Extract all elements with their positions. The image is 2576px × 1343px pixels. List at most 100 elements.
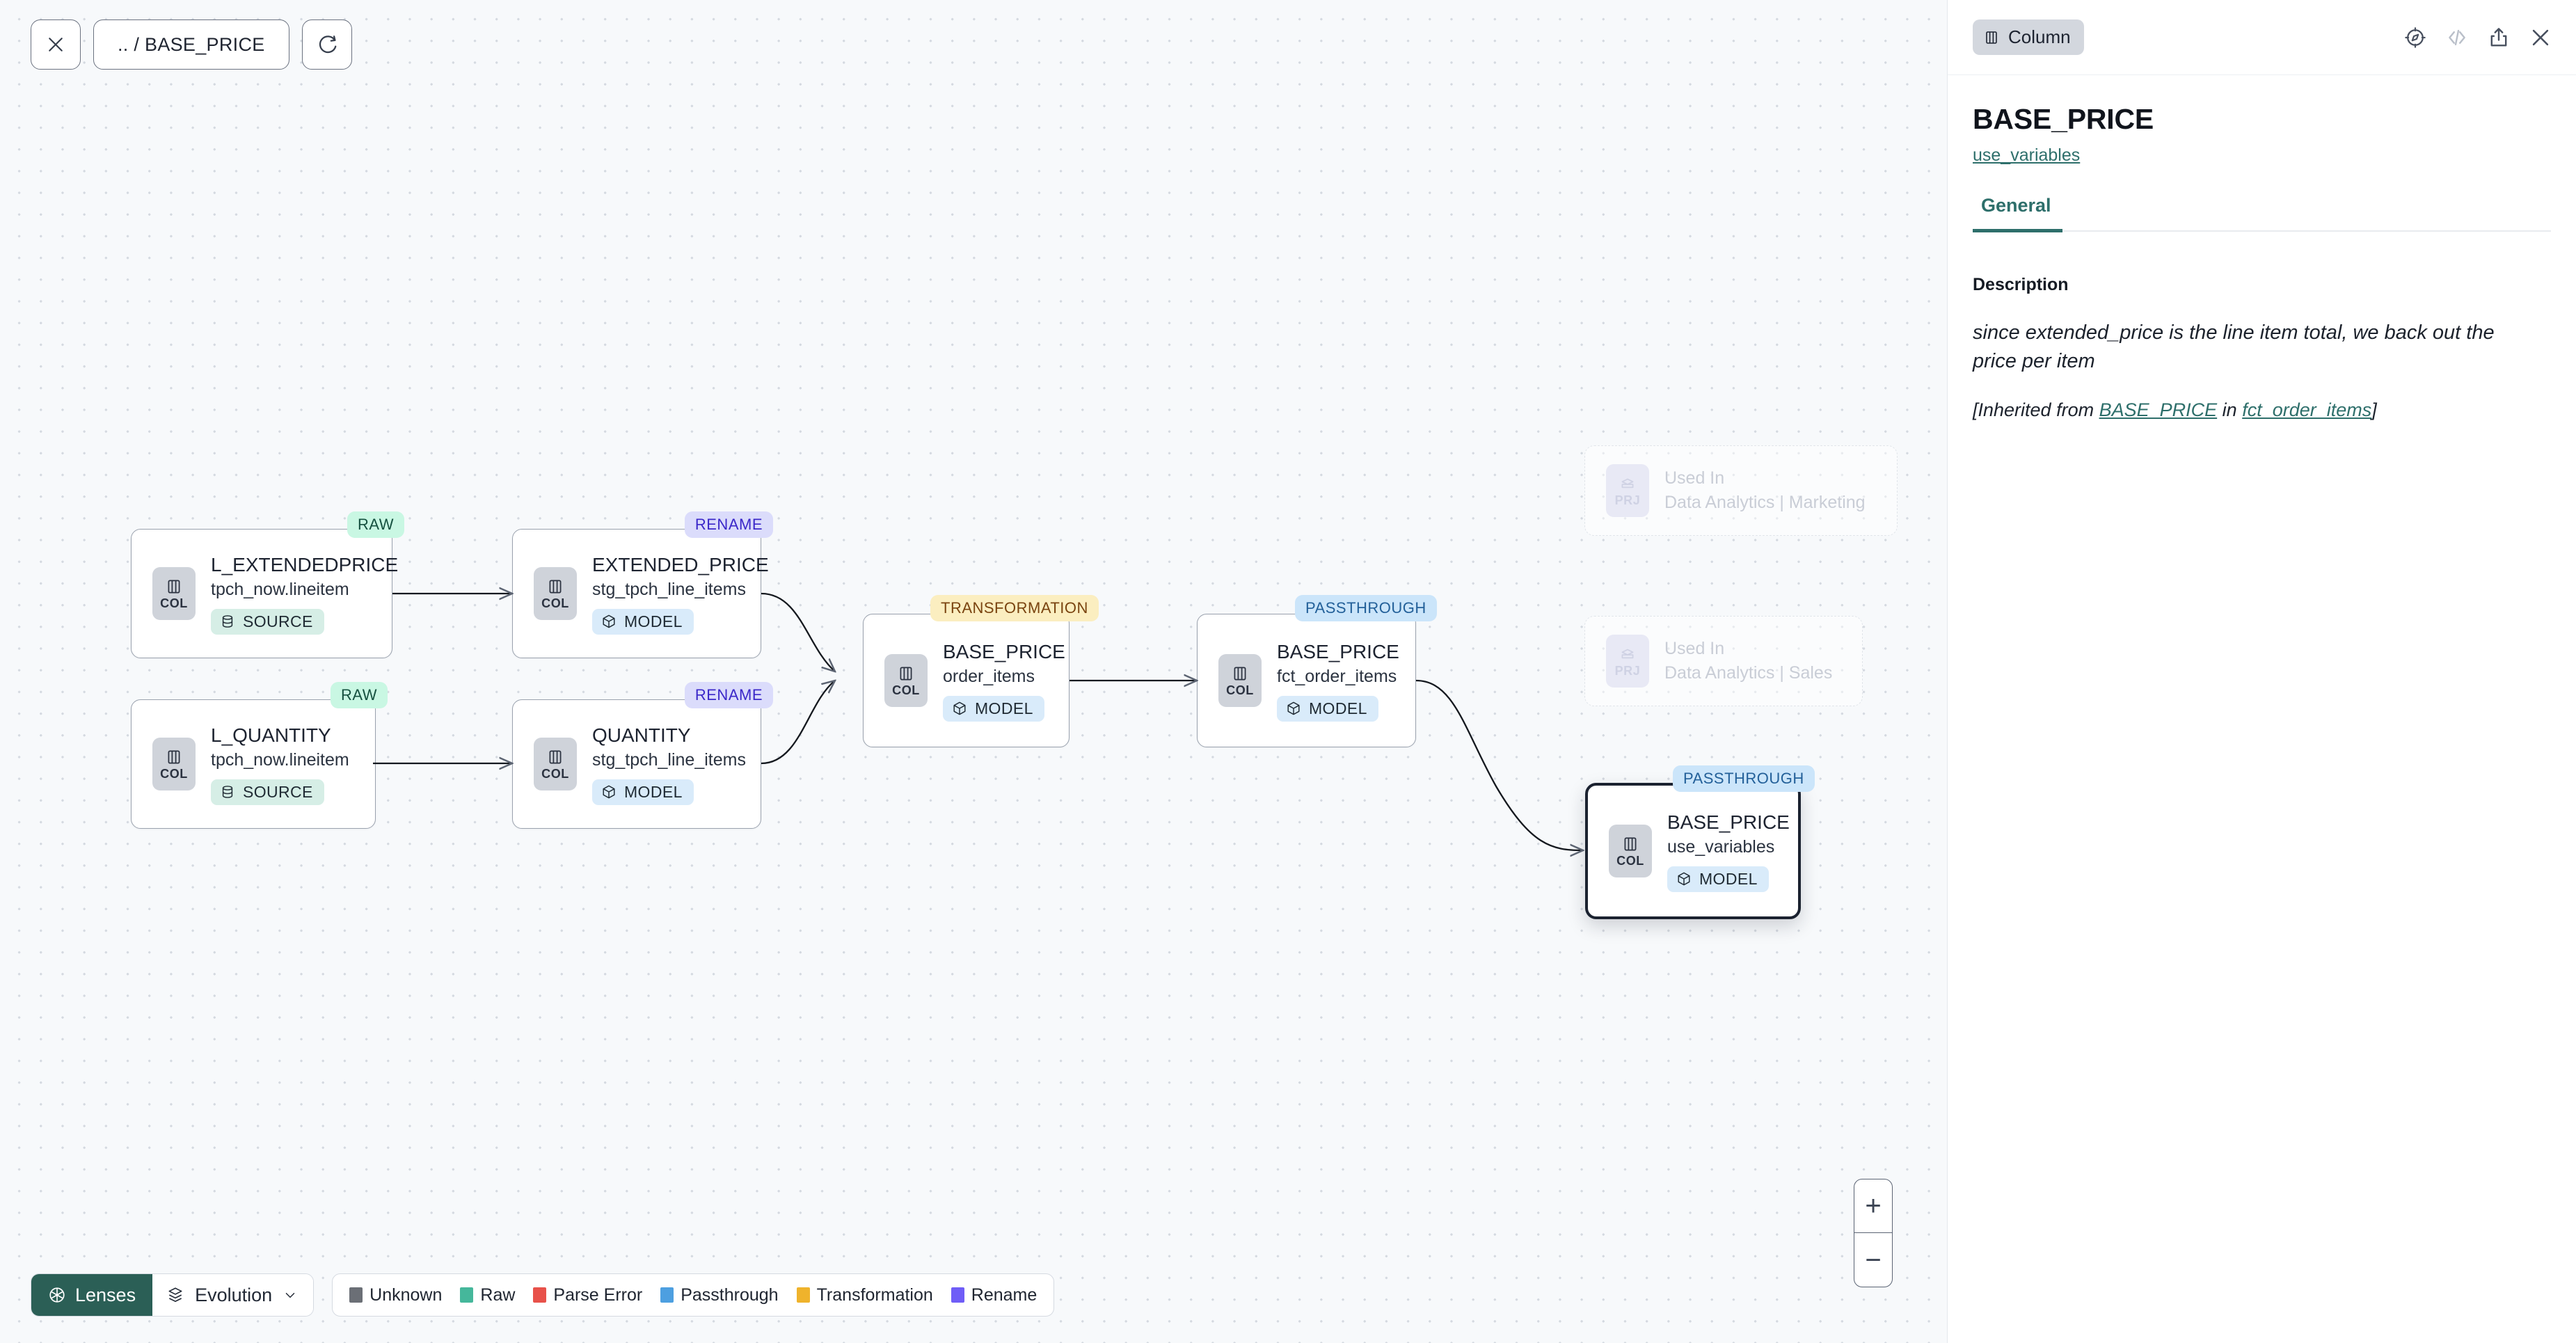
panel-body: BASE_PRICE use_variables General Descrip… xyxy=(1948,75,2576,423)
legend-item-transformation: Transformation xyxy=(796,1285,933,1305)
node-body: BASE_PRICE fct_order_items MODEL xyxy=(1277,630,1399,731)
node-base-price-fct-order-items[interactable]: COL BASE_PRICE fct_order_items MODEL PAS… xyxy=(1197,595,1437,747)
node-l-quantity[interactable]: COL L_QUANTITY tpch_now.lineitem SOURCE … xyxy=(131,682,388,829)
inherited-prefix: [Inherited from xyxy=(1973,399,2099,420)
panel-tabs: General xyxy=(1973,195,2551,232)
stack-glyph-icon xyxy=(1621,649,1634,659)
stack-glyph-icon xyxy=(1621,478,1634,488)
lenses-button[interactable]: Lenses xyxy=(31,1274,153,1316)
close-panel-button[interactable] xyxy=(2529,26,2552,49)
column-icon: COL xyxy=(534,738,577,790)
node-pill-label: SOURCE xyxy=(243,612,313,630)
node-project-name: Data Analytics | Sales xyxy=(1664,662,1833,683)
node-icon-label: PRJ xyxy=(1614,493,1641,507)
view-code-button[interactable] xyxy=(2445,26,2469,49)
share-button[interactable] xyxy=(2487,26,2511,49)
evolution-dropdown[interactable]: Evolution xyxy=(152,1274,314,1316)
close-canvas-button[interactable] xyxy=(31,19,81,70)
refresh-icon xyxy=(319,35,336,54)
node-used-in-marketing[interactable]: PRJ Used In Data Analytics | Marketing xyxy=(1584,445,1898,536)
inherited-model-link[interactable]: fct_order_items xyxy=(2242,399,2372,420)
database-icon xyxy=(222,786,233,798)
aperture-icon xyxy=(49,1287,65,1303)
node-subtitle: fct_order_items xyxy=(1277,667,1397,687)
entity-type-label: Column xyxy=(2008,26,2071,47)
columns-glyph-icon xyxy=(1986,31,1997,44)
zoom-in-button[interactable]: + xyxy=(1854,1179,1892,1233)
node-extended-price[interactable]: COL EXTENDED_PRICE stg_tpch_line_items M… xyxy=(512,511,773,658)
description-section-label: Description xyxy=(1973,274,2069,294)
legend-item-passthrough: Passthrough xyxy=(660,1285,779,1305)
node-title: BASE_PRICE xyxy=(943,641,1065,663)
node-pill-label: MODEL xyxy=(1309,699,1367,717)
node-body: L_EXTENDEDPRICE tpch_now.lineitem SOURCE xyxy=(211,543,398,644)
inherited-column-link[interactable]: BASE_PRICE xyxy=(2099,399,2218,420)
column-icon: COL xyxy=(534,567,577,620)
node-badge-raw: RAW xyxy=(330,682,388,708)
lineage-legend: Unknown Raw Parse Error Passthrough Tran… xyxy=(332,1273,1055,1317)
parent-model-link[interactable]: use_variables xyxy=(1973,145,2081,165)
node-icon-label: COL xyxy=(1226,683,1254,697)
lineage-canvas[interactable]: .. / BASE_PRICE COL L_EXTENDEDPRICE tpch… xyxy=(0,0,1947,1343)
close-icon xyxy=(49,38,63,51)
node-badge-passthrough: PASSTHROUGH xyxy=(1295,595,1437,621)
description-text: since extended_price is the line item to… xyxy=(1973,321,2495,372)
node-badge-raw: RAW xyxy=(347,511,404,538)
columns-glyph-icon xyxy=(168,580,180,594)
column-icon: COL xyxy=(884,654,928,707)
node-icon-label: COL xyxy=(541,767,569,781)
database-icon xyxy=(222,615,233,628)
legend-swatch xyxy=(796,1287,810,1303)
node-title: EXTENDED_PRICE xyxy=(592,554,769,576)
node-body: BASE_PRICE order_items MODEL xyxy=(943,630,1065,731)
node-body: L_QUANTITY tpch_now.lineitem SOURCE xyxy=(211,713,349,814)
node-icon-label: COL xyxy=(160,596,188,610)
explore-compass-button[interactable] xyxy=(2403,26,2427,49)
node-pill-label: MODEL xyxy=(624,612,683,630)
refresh-button[interactable] xyxy=(301,19,352,70)
legend-swatch xyxy=(660,1287,674,1303)
node-base-price-use-variables[interactable]: COL BASE_PRICE use_variables MODEL PASST… xyxy=(1585,765,1815,919)
project-icon: PRJ xyxy=(1606,464,1649,517)
columns-glyph-icon xyxy=(1624,837,1637,851)
node-badge-rename: RENAME xyxy=(684,511,773,538)
inherited-note: [Inherited from BASE_PRICE in fct_order_… xyxy=(1973,397,2536,423)
cube-icon xyxy=(1678,872,1690,886)
node-base-price-order-items[interactable]: COL BASE_PRICE order_items MODEL TRANSFO… xyxy=(863,595,1099,747)
cube-icon xyxy=(1287,701,1300,715)
breadcrumb[interactable]: .. / BASE_PRICE xyxy=(93,19,289,70)
entity-type-chip[interactable]: Column xyxy=(1973,19,2084,55)
explore-compass-icon xyxy=(2405,26,2426,48)
node-subtitle: use_variables xyxy=(1667,837,1775,857)
canvas-bottom-toolbar: Lenses Evolution Unkno xyxy=(31,1273,1055,1317)
node-icon-label: COL xyxy=(541,596,569,610)
node-used-in-sales[interactable]: PRJ Used In Data Analytics | Sales xyxy=(1584,616,1863,706)
node-title: L_EXTENDEDPRICE xyxy=(211,554,399,576)
column-icon: COL xyxy=(152,738,196,790)
legend-label: Passthrough xyxy=(681,1285,779,1305)
node-pill-label: SOURCE xyxy=(243,782,313,801)
node-body: Used In Data Analytics | Marketing xyxy=(1664,458,1866,523)
legend-swatch xyxy=(951,1287,964,1303)
share-icon xyxy=(2490,27,2507,47)
inherited-middle: in xyxy=(2217,399,2243,420)
layers-icon xyxy=(168,1287,182,1303)
zoom-out-button[interactable]: − xyxy=(1865,1244,1882,1276)
legend-item-unknown: Unknown xyxy=(349,1285,442,1305)
node-l-extendedprice[interactable]: COL L_EXTENDEDPRICE tpch_now.lineitem SO… xyxy=(131,511,404,658)
node-title: BASE_PRICE xyxy=(1277,641,1399,663)
node-quantity[interactable]: COL QUANTITY stg_tpch_line_items MODEL R… xyxy=(512,682,773,829)
page-title: BASE_PRICE xyxy=(1973,103,2154,135)
node-subtitle: stg_tpch_line_items xyxy=(592,580,746,600)
legend-item-raw: Raw xyxy=(460,1285,515,1305)
node-title: L_QUANTITY xyxy=(211,724,331,747)
columns-glyph-icon xyxy=(1234,667,1246,681)
tab-general[interactable]: General xyxy=(1973,195,2062,232)
node-pill-source: SOURCE xyxy=(211,779,324,805)
inherited-suffix: ] xyxy=(2371,399,2377,420)
legend-swatch xyxy=(349,1287,363,1303)
code-icon xyxy=(2449,29,2465,45)
node-icon-label: COL xyxy=(1616,854,1644,868)
legend-item-parse-error: Parse Error xyxy=(533,1285,642,1305)
